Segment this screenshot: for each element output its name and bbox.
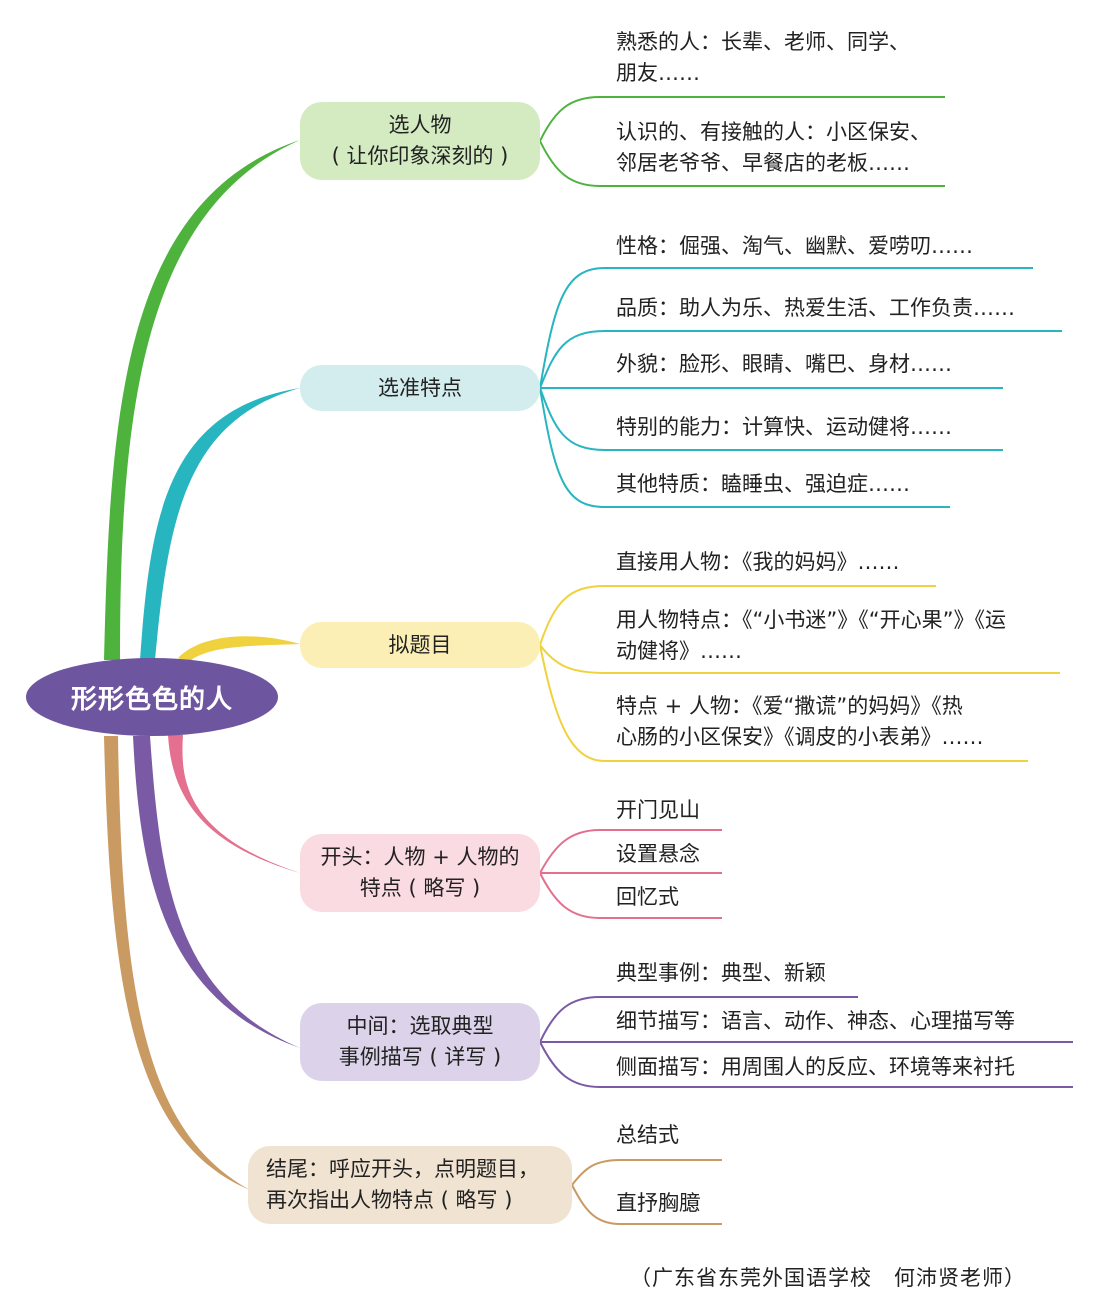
topic-1-line-2: ( 让你印象深刻的 ) [331,144,509,168]
leaf-3-2-line-1: 用人物特点：《“小书迷”》《“开心果”》《运 [616,608,1007,632]
leaf-5-2-line-1: 细节描写：语言、动作、神态、心理描写等 [616,1009,1015,1033]
leaf-3-1: 直接用人物：《我的妈妈》…… [616,547,900,578]
author-credit: （广东省东莞外国语学校 何沛贤老师） [630,1266,1026,1290]
leaf-3-2-line-2: 动健将》…… [616,639,742,663]
leaf-3-3-line-2: 心肠的小区保安》《调皮的小表弟》…… [616,725,984,749]
trunk-branch-5 [133,736,300,1048]
trunk-branch-6 [104,736,250,1190]
leaf-4-1-line-1: 开门见山 [616,798,700,822]
leaf-2-5: 其他特质：瞌睡虫、强迫症…… [616,469,910,500]
trunk-branch-1 [104,140,300,660]
topic-2-line-1: 选准特点 [378,375,462,400]
leaf-4-3: 回忆式 [616,882,679,913]
links-branch-6 [571,1159,722,1225]
links-branch-1 [539,96,945,187]
topic-node-5: 中间：选取典型 事例描写 ( 详写 ) [300,1003,540,1081]
topic-6-line-2: 再次指出人物特点 ( 略写 ) [266,1188,513,1212]
topic-5-line-2: 事例描写 ( 详写 ) [338,1045,502,1069]
topic-node-3: 拟题目 [300,622,540,668]
leaf-2-3: 外貌：脸形、眼睛、嘴巴、身材…… [616,349,952,380]
leaf-4-2: 设置悬念 [616,839,700,870]
leaf-3-3: 特点 + 人物：《爱“撒谎”的妈妈》《热 心肠的小区保安》《调皮的小表弟》…… [616,691,984,753]
leaf-3-2: 用人物特点：《“小书迷”》《“开心果”》《运 动健将》…… [616,605,1006,667]
leaf-2-3-line-1: 外貌：脸形、眼睛、嘴巴、身材…… [616,352,952,376]
topic-node-6: 结尾：呼应开头，点明题目， 再次指出人物特点 ( 略写 ) [248,1146,572,1224]
leaf-6-2-line-1: 直抒胸臆 [616,1191,700,1215]
leaf-2-5-line-1: 其他特质：瞌睡虫、强迫症…… [616,472,910,496]
leaf-2-4: 特别的能力：计算快、运动健将…… [616,412,952,443]
trunk-branch-3 [178,636,300,662]
leaf-1-2: 认识的、有接触的人：小区保安、 邻居老爷爷、早餐店的老板…… [616,117,931,179]
leaf-1-1-line-1: 熟悉的人：长辈、老师、同学、 [616,30,910,54]
leaf-1-1-line-2: 朋友…… [616,61,700,85]
leaf-1-2-line-2: 邻居老爷爷、早餐店的老板…… [616,151,910,175]
leaf-3-3-line-1: 特点 + 人物：《爱“撒谎”的妈妈》《热 [616,694,963,718]
topic-node-1: 选人物 ( 让你印象深刻的 ) [300,102,540,180]
leaf-6-1-line-1: 总结式 [616,1123,679,1147]
leaf-1-2-line-1: 认识的、有接触的人：小区保安、 [616,120,931,144]
topic-3-line-1: 拟题目 [388,632,452,657]
trunk-branch-4 [168,735,300,873]
links-branch-5 [539,996,1073,1088]
topic-node-4: 开头：人物 + 人物的 特点 ( 略写 ) [300,834,540,912]
leaf-4-1: 开门见山 [616,795,700,826]
root-node: 形形色色的人 [26,658,278,736]
topic-1-line-1: 选人物 [388,113,452,137]
leaf-5-1-line-1: 典型事例：典型、新颖 [616,961,826,985]
leaf-2-1-line-1: 性格：倔强、淘气、幽默、爱唠叨…… [616,234,973,258]
links-branch-4 [539,829,722,919]
leaf-5-2: 细节描写：语言、动作、神态、心理描写等 [616,1006,1015,1037]
leaf-6-1: 总结式 [616,1120,679,1151]
leaf-2-2: 品质：助人为乐、热爱生活、工作负责…… [616,293,1015,324]
links-branch-3 [539,585,1060,762]
topic-6-line-1: 结尾：呼应开头，点明题目， [266,1157,539,1181]
leaf-5-3: 侧面描写：用周围人的反应、环境等来衬托 [616,1052,1015,1083]
topic-4-line-2: 特点 ( 略写 ) [359,876,481,900]
root-label: 形形色色的人 [70,684,233,715]
leaf-2-4-line-1: 特别的能力：计算快、运动健将…… [616,415,952,439]
topic-node-2: 选准特点 [300,365,540,411]
leaf-5-3-line-1: 侧面描写：用周围人的反应、环境等来衬托 [616,1055,1015,1079]
leaf-4-3-line-1: 回忆式 [616,885,679,909]
links-branch-2 [539,267,1062,508]
leaf-3-1-line-1: 直接用人物：《我的妈妈》…… [616,550,900,574]
leaf-2-2-line-1: 品质：助人为乐、热爱生活、工作负责…… [616,296,1015,320]
leaf-4-2-line-1: 设置悬念 [616,842,700,866]
leaf-6-2: 直抒胸臆 [616,1188,700,1219]
leaf-1-1: 熟悉的人：长辈、老师、同学、 朋友…… [616,27,910,89]
leaf-2-1: 性格：倔强、淘气、幽默、爱唠叨…… [616,231,973,262]
topic-5-line-1: 中间：选取典型 [346,1014,494,1038]
leaf-5-1: 典型事例：典型、新颖 [616,958,826,989]
trunk-branch-2 [140,388,300,660]
topic-4-line-1: 开头：人物 + 人物的 [320,845,520,869]
